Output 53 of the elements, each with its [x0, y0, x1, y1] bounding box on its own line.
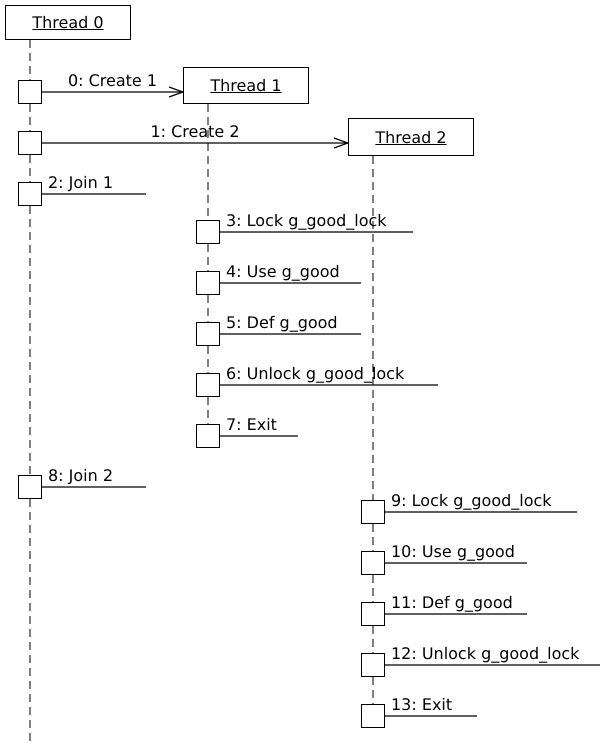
message-arrow	[42, 137, 349, 149]
lifeline	[372, 574, 374, 602]
edge-label: 6: Unlock g_good_lock	[226, 365, 404, 383]
lifeline-header	[348, 118, 474, 156]
activation-box	[196, 424, 220, 448]
activation-box	[196, 220, 220, 244]
thread-name: Thread 2	[375, 128, 447, 146]
activation-box	[361, 602, 385, 626]
edge-label: 10: Use g_good	[391, 543, 515, 561]
message-line	[220, 333, 361, 335]
activation-box	[18, 475, 42, 499]
edge-label: 9: Lock g_good_lock	[391, 492, 552, 510]
edge-label: 12: Unlock g_good_lock	[391, 645, 580, 663]
edge-label: 1: Create 2	[150, 123, 240, 141]
lifeline	[372, 524, 374, 552]
edge-label: 8: Join 2	[48, 467, 114, 485]
lifeline-header	[183, 67, 309, 104]
activation-box	[196, 271, 220, 295]
edge-label: 11: Def g_good	[391, 594, 513, 612]
activation-box	[361, 551, 385, 575]
edge-label: 5: Def g_good	[226, 314, 338, 332]
edge-label: 3: Lock g_good_lock	[226, 212, 387, 230]
edge-label: 7: Exit	[226, 416, 277, 434]
activation-box	[18, 131, 42, 155]
activation-box	[361, 653, 385, 677]
message-line	[42, 193, 146, 195]
message-line	[385, 715, 477, 717]
message-line	[220, 435, 298, 437]
activation-box	[196, 373, 220, 397]
lifeline-header	[5, 5, 131, 40]
activation-box	[196, 322, 220, 346]
message-line	[220, 282, 361, 284]
activation-box	[361, 704, 385, 728]
thread-name: Thread 1	[210, 76, 282, 95]
lifeline	[372, 626, 374, 654]
edge-label: 2: Join 1	[48, 174, 114, 192]
edge-label: 13: Exit	[391, 696, 452, 714]
lifeline	[372, 676, 374, 704]
lifeline	[372, 156, 374, 500]
message-line	[385, 613, 527, 615]
message-line	[42, 486, 146, 488]
edge-label: 4: Use g_good	[226, 263, 340, 281]
activation-box	[18, 80, 42, 104]
thread-name: Thread 0	[32, 13, 104, 32]
activation-box	[18, 182, 42, 206]
message-line	[220, 231, 413, 233]
message-line	[385, 664, 600, 666]
activation-box	[361, 500, 385, 524]
message-line	[385, 562, 527, 564]
message-arrow	[42, 86, 184, 98]
edge-label: 0: Create 1	[68, 72, 158, 90]
message-line	[385, 511, 577, 513]
message-line	[220, 384, 438, 386]
